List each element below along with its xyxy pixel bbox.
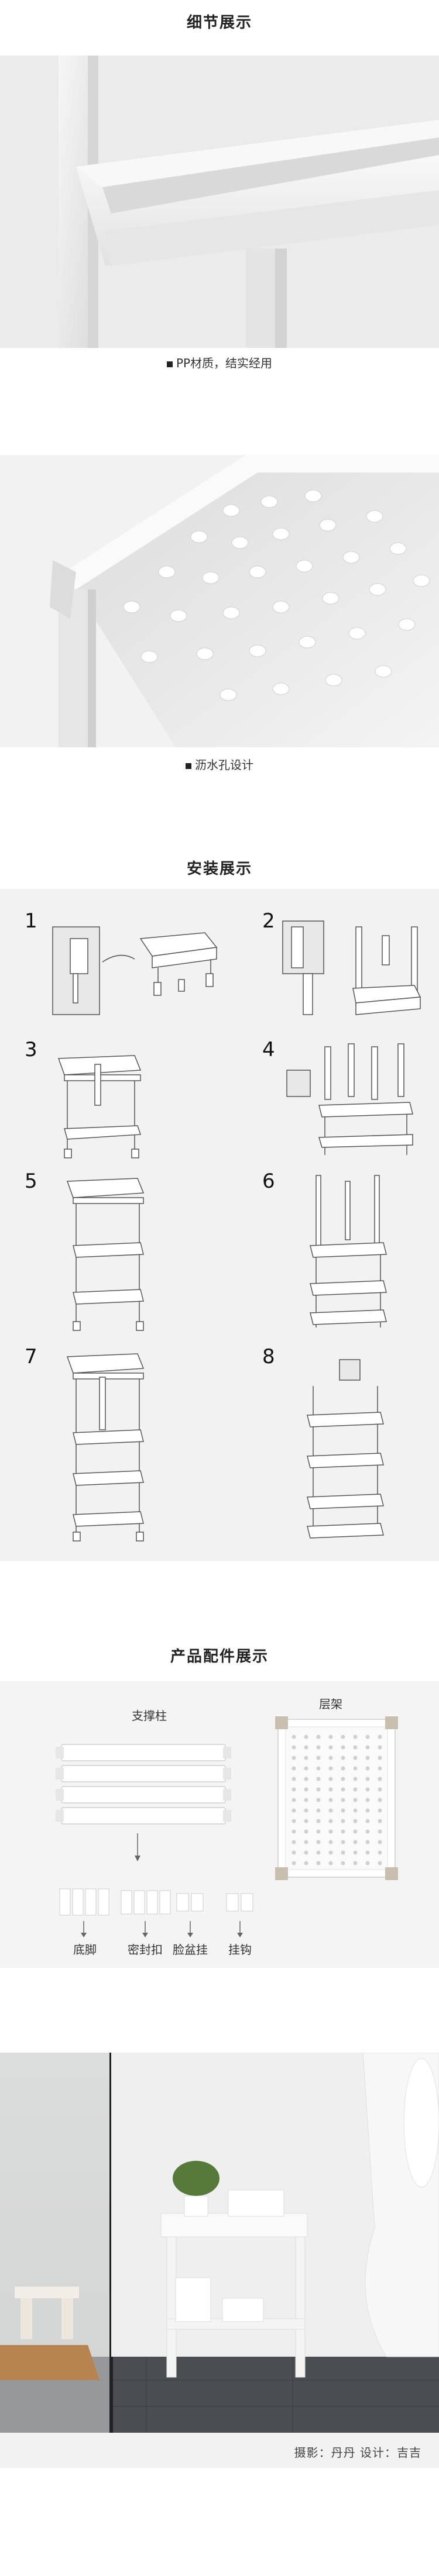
foot-arrow-icon bbox=[81, 1921, 87, 1937]
shelf-corner-illustration bbox=[0, 56, 439, 348]
step-8-illustration bbox=[307, 1359, 384, 1539]
step-number-3: 3 bbox=[25, 1038, 37, 1061]
detail-photo-drain-holes bbox=[0, 455, 439, 747]
step-number-2: 2 bbox=[262, 909, 275, 933]
step-number-4: 4 bbox=[262, 1038, 275, 1061]
drain-holes-illustration bbox=[0, 455, 439, 747]
photo-design-credit: 摄影：丹丹 设计：吉吉 bbox=[294, 2446, 421, 2460]
foot-label: 底脚 bbox=[73, 1943, 97, 1957]
step-number-7: 7 bbox=[25, 1345, 37, 1368]
basin-arrow-icon bbox=[187, 1921, 193, 1937]
tray-illustration bbox=[275, 1716, 398, 1880]
step-3-illustration bbox=[57, 1055, 142, 1158]
support-pillars-illustration bbox=[56, 1744, 231, 1825]
step-1-illustration bbox=[52, 926, 218, 1015]
step-number-1: 1 bbox=[25, 909, 37, 933]
hook-label: 挂钩 bbox=[228, 1943, 252, 1957]
step-number-5: 5 bbox=[25, 1170, 37, 1193]
feet-illustration bbox=[59, 1888, 109, 1916]
step-number-6: 6 bbox=[262, 1170, 275, 1193]
seal-clips-illustration bbox=[121, 1890, 171, 1915]
detail-caption-drain-text: 沥水孔设计 bbox=[195, 758, 253, 772]
bathroom-scene-illustration bbox=[0, 2053, 439, 2433]
tray-label: 层架 bbox=[319, 1697, 342, 1711]
step-6-illustration bbox=[310, 1175, 387, 1327]
pillar-arrow-icon bbox=[135, 1833, 140, 1861]
basin-hanger-label: 脸盆挂 bbox=[173, 1943, 208, 1957]
bathroom-scene-photo bbox=[0, 2053, 439, 2433]
detail-caption-pp-text: PP材质，结实经用 bbox=[176, 356, 273, 370]
step-2-illustration bbox=[282, 920, 421, 1015]
detail-caption-drain: 沥水孔设计 bbox=[0, 756, 439, 773]
step-5-illustration bbox=[66, 1178, 145, 1331]
seal-arrow-icon bbox=[142, 1921, 148, 1937]
bullet-square-icon bbox=[166, 361, 173, 367]
detail-photo-pp-material bbox=[0, 56, 439, 348]
parts-section-title: 产品配件展示 bbox=[170, 1648, 269, 1665]
pillar-label: 支撑柱 bbox=[132, 1709, 167, 1723]
bullet-square-icon bbox=[186, 763, 191, 769]
detail-section-title: 细节展示 bbox=[186, 14, 252, 32]
footer-bar: 摄影：丹丹 设计：吉吉 bbox=[0, 2433, 439, 2468]
basin-hanger-illustration bbox=[176, 1893, 204, 1912]
step-4-illustration bbox=[286, 1043, 413, 1155]
step-number-8: 8 bbox=[262, 1345, 275, 1368]
seal-label: 密封扣 bbox=[128, 1943, 163, 1957]
install-section-title: 安装展示 bbox=[186, 860, 252, 878]
detail-caption-pp: PP材质，结实经用 bbox=[0, 354, 439, 371]
hook-illustration bbox=[226, 1893, 253, 1912]
step-7-illustration bbox=[66, 1353, 145, 1542]
hook-arrow-icon bbox=[237, 1921, 243, 1937]
